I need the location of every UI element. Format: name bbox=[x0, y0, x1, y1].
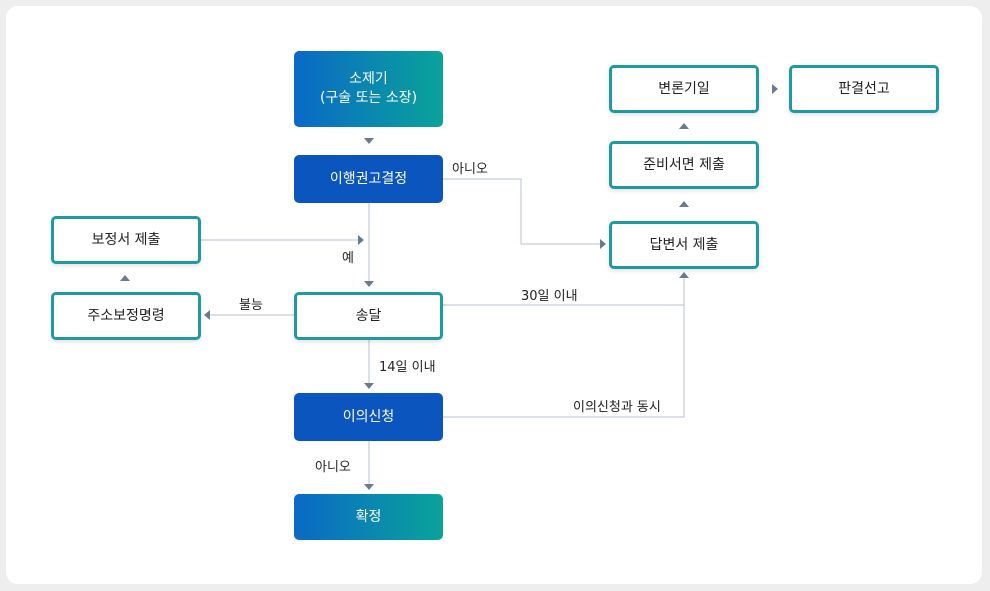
edge-label-yes: 예 bbox=[342, 251, 354, 266]
address-order-node: 주소보정명령 bbox=[51, 292, 201, 340]
arrow-correction-in bbox=[358, 235, 364, 245]
recommend-node: 이행권고결정 bbox=[294, 155, 443, 203]
delivery-label: 송달 bbox=[355, 307, 382, 324]
edge-label-with-objection: 이의신청과 동시 bbox=[573, 400, 661, 415]
address-order-label: 주소보정명령 bbox=[87, 307, 165, 324]
arrow-to-prep bbox=[679, 201, 689, 207]
objection-label: 이의신청 bbox=[342, 408, 395, 425]
correction-submit-label: 보정서 제출 bbox=[91, 231, 161, 248]
arrow-to-pleading bbox=[679, 123, 689, 129]
arrow-to-answer bbox=[600, 239, 606, 249]
arrow-to-address bbox=[204, 310, 210, 320]
prep-doc-label: 준비서면 제출 bbox=[643, 156, 725, 173]
arrow-to-final bbox=[364, 484, 374, 490]
edge-label-no-top: 아니오 bbox=[452, 162, 488, 177]
recommend-label: 이행권고결정 bbox=[329, 170, 408, 187]
edge-label-within-30: 30일 이내 bbox=[521, 289, 578, 304]
edge-label-no-bottom: 아니오 bbox=[315, 460, 351, 475]
judgment-node: 판결선고 bbox=[789, 65, 939, 113]
correction-submit-node: 보정서 제출 bbox=[51, 216, 201, 264]
arrow-to-judgment bbox=[772, 84, 778, 94]
complaint-label-1: 소제기 bbox=[349, 71, 388, 88]
final-label: 확정 bbox=[355, 508, 382, 525]
arrow-up-answer bbox=[679, 272, 689, 278]
edge-label-within-14: 14일 이내 bbox=[379, 360, 436, 375]
complaint-label-2: (구술 또는 소장) bbox=[319, 90, 418, 106]
answer-label: 답변서 제출 bbox=[649, 236, 719, 253]
pleading-node: 변론기일 bbox=[609, 65, 759, 113]
prep-doc-node: 준비서면 제출 bbox=[609, 141, 759, 189]
arrow-to-delivery bbox=[364, 281, 374, 287]
arrow-complaint-down bbox=[364, 138, 374, 144]
delivery-node: 송달 bbox=[294, 292, 443, 340]
pleading-label: 변론기일 bbox=[658, 80, 710, 97]
judgment-label: 판결선고 bbox=[838, 80, 890, 97]
final-node: 확정 bbox=[294, 494, 443, 540]
arrow-to-objection bbox=[364, 383, 374, 389]
objection-node: 이의신청 bbox=[294, 393, 443, 441]
objection-to-answer-line bbox=[443, 305, 685, 418]
recommend-no-to-answer-line bbox=[443, 178, 600, 245]
answer-node: 답변서 제출 bbox=[609, 221, 759, 269]
arrow-to-correction bbox=[120, 275, 130, 281]
edge-label-impossible: 불능 bbox=[239, 298, 263, 313]
complaint-node: 소제기 (구술 또는 소장) bbox=[294, 51, 443, 127]
